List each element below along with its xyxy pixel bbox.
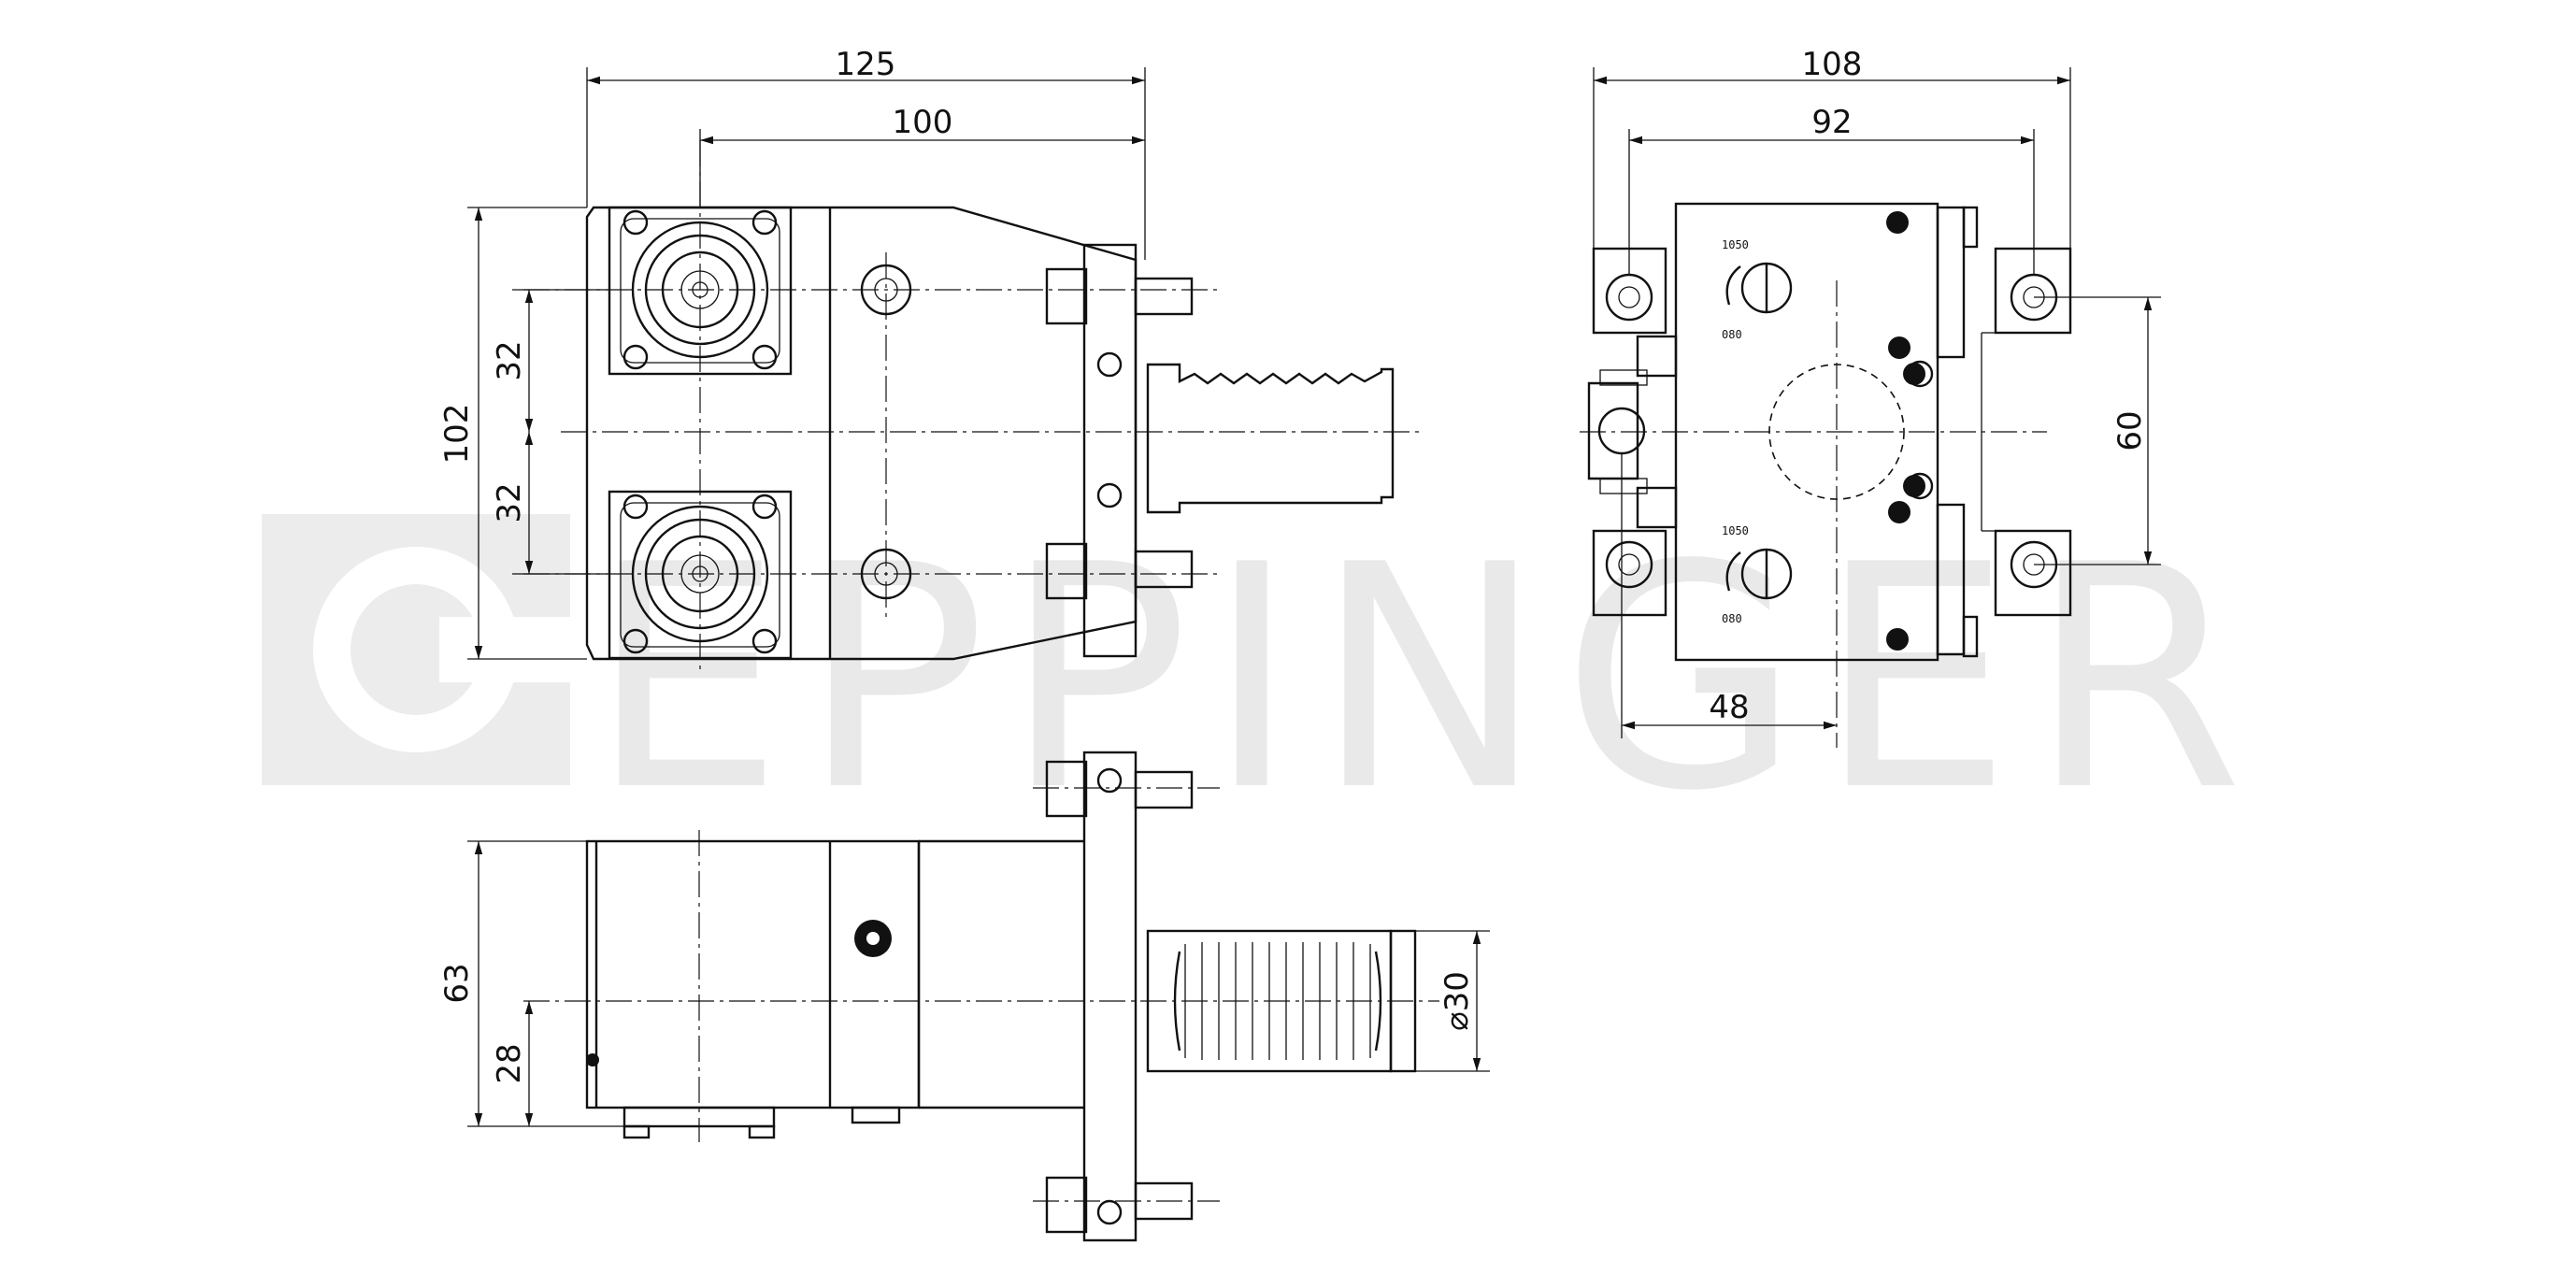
- dim-108: 108: [1802, 46, 1863, 83]
- side-mark-bottom-b: 080: [1722, 612, 1742, 625]
- side-mark-top-b: 080: [1722, 328, 1742, 341]
- dim-32-lower: 32: [491, 482, 528, 522]
- side-mark-top-a: 1050: [1722, 238, 1749, 251]
- side-mark-bottom-a: 1050: [1722, 524, 1749, 537]
- side-view-dimensions: 108 92 60 48: [1593, 46, 2161, 738]
- dim-100: 100: [893, 104, 953, 141]
- dim-125: 125: [836, 46, 896, 83]
- dim-92: 92: [1811, 104, 1852, 141]
- dim-63: 63: [438, 963, 476, 1003]
- dim-28: 28: [491, 1043, 528, 1083]
- side-view: 1050 080 1050 080: [1580, 202, 2072, 748]
- dim-102: 102: [438, 404, 476, 465]
- eppinger-watermark: EPPINGER: [262, 499, 2260, 858]
- bottom-view: [523, 751, 1439, 1242]
- front-view-dimensions: 125 100 102 32 32: [438, 46, 1146, 660]
- watermark-text: EPPINGER: [589, 499, 2260, 858]
- dim-diameter-30: ⌀30: [1438, 971, 1476, 1031]
- dim-32-upper: 32: [491, 340, 528, 380]
- front-view: [523, 140, 1421, 673]
- bottom-view-dimensions: 63 28 ⌀30: [438, 840, 1490, 1127]
- dim-60: 60: [2111, 410, 2149, 451]
- dim-48: 48: [1709, 689, 1749, 726]
